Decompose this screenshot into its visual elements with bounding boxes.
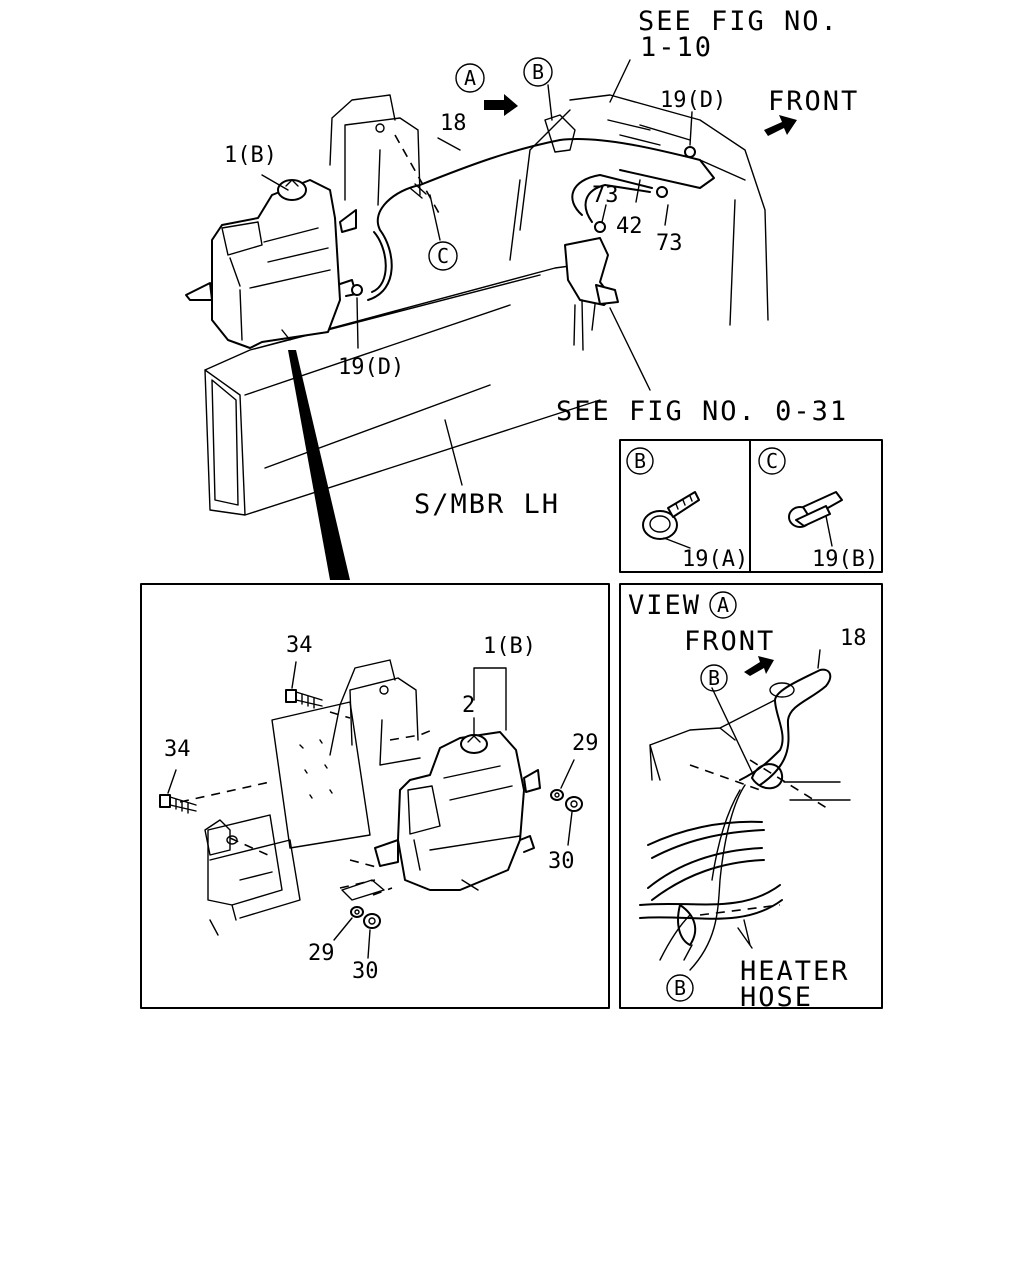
side-member-label: S/MBR LH: [414, 489, 560, 520]
part-18-view-label: 18: [840, 626, 867, 651]
svg-text:B: B: [708, 666, 720, 690]
callout-circle-c-top: C: [428, 241, 458, 271]
part-1b-detail-label: 1(B): [483, 634, 536, 659]
arrow-view-icon: [484, 94, 518, 116]
callout-circle-a-view: A: [709, 591, 737, 619]
part-30-lower-label: 30: [352, 959, 379, 984]
part-34-upper-label: 34: [286, 633, 313, 658]
callout-circle-b-view-upper: B: [700, 664, 728, 692]
heater-hose-label-line1: HEATER: [740, 956, 850, 987]
svg-text:A: A: [717, 593, 729, 617]
arrow-view-front-icon: [744, 656, 774, 676]
clamp-19a-icon: [642, 491, 700, 540]
see-fig-1-10-line2: 1-10: [640, 32, 713, 63]
top-assembly: [185, 59, 769, 580]
part-1b-label: 1(B): [224, 143, 277, 168]
see-fig-0-31-label: SEE FIG NO. 0-31: [556, 396, 848, 427]
part-19a-label: 19(A): [682, 547, 748, 572]
svg-text:C: C: [766, 449, 778, 473]
part-34-lower-label: 34: [164, 737, 191, 762]
callout-circle-b-view-lower: B: [666, 974, 694, 1002]
part-19d-tank-label: 19(D): [338, 355, 404, 380]
bolt-34-upper-icon: [285, 689, 323, 709]
part-29-lower-label: 29: [308, 941, 335, 966]
part-73-b-label: 73: [656, 231, 683, 256]
view-a-box: [619, 583, 883, 1009]
part-18-label: 18: [440, 111, 467, 136]
svg-text:A: A: [464, 66, 476, 90]
callout-circle-b-top: B: [523, 57, 553, 87]
part-30-right-label: 30: [548, 849, 575, 874]
clip-19b-icon: [788, 491, 843, 528]
callout-circle-a-top: A: [455, 63, 485, 93]
svg-text:C: C: [437, 244, 449, 268]
part-19b-label: 19(B): [812, 547, 878, 572]
part-29-right-label: 29: [572, 731, 599, 756]
heater-hose-label-line2: HOSE: [740, 982, 813, 1013]
part-73-a-label: 73: [592, 183, 619, 208]
detail-box-b-c: B C 19(A) 19(B): [619, 439, 883, 573]
view-label: VIEW: [628, 590, 701, 621]
front-label-view: FRONT: [684, 626, 775, 657]
svg-text:B: B: [674, 976, 686, 1000]
see-fig-1-10-line1: SEE FIG NO.: [638, 6, 839, 37]
front-label-top: FRONT: [768, 86, 859, 117]
exploded-tank-box: [140, 583, 610, 1009]
part-19d-top-label: 19(D): [660, 88, 726, 113]
part-2-label: 2: [462, 693, 475, 718]
arrow-front-icon: [764, 115, 797, 136]
bolt-34-lower-icon: [159, 794, 197, 814]
part-42-label: 42: [616, 214, 643, 239]
svg-text:B: B: [532, 60, 544, 84]
svg-text:B: B: [634, 449, 646, 473]
